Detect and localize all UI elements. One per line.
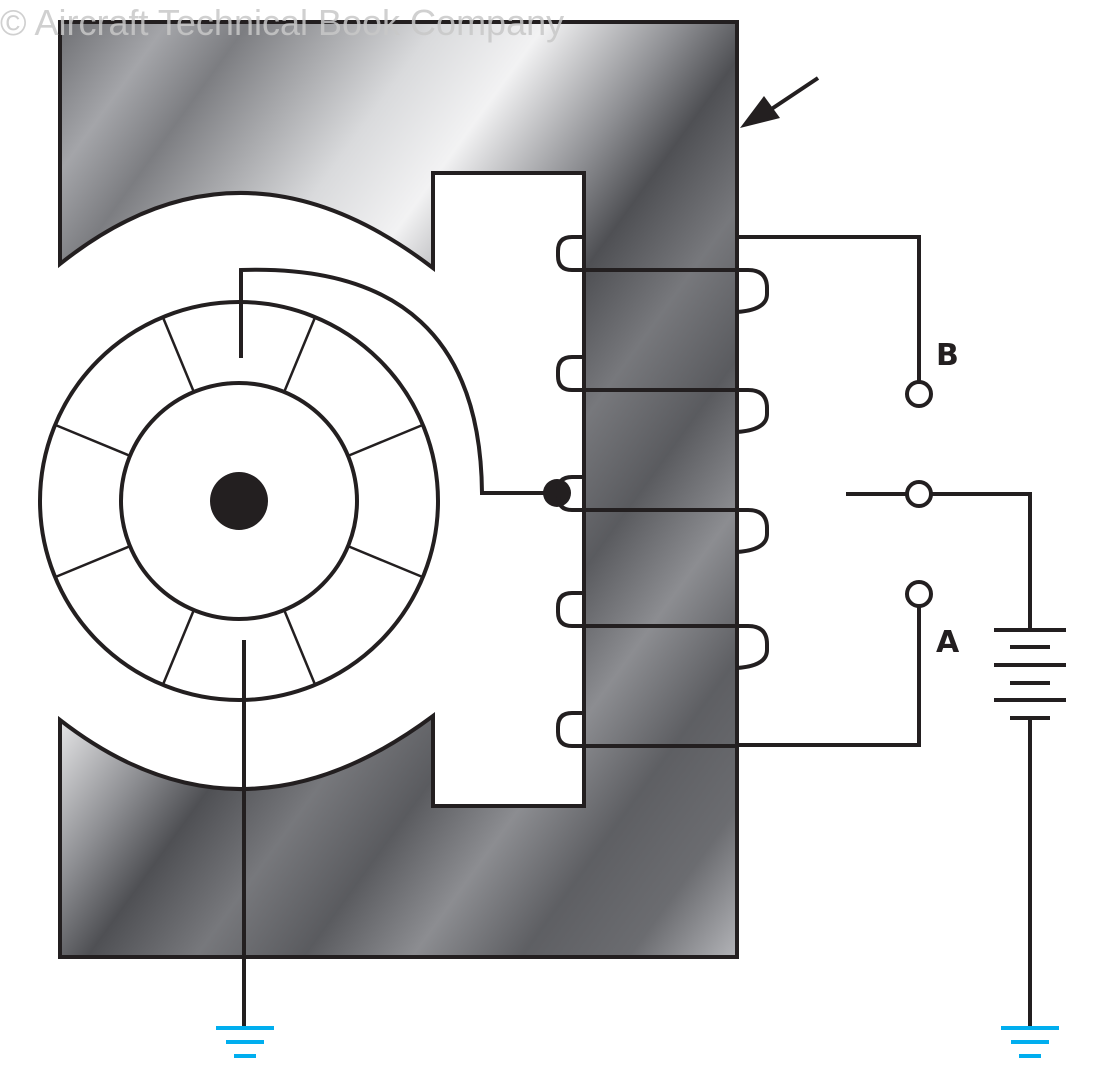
ground-icon — [1001, 1026, 1059, 1058]
terminal-a[interactable] — [905, 580, 933, 608]
switch-common-terminal[interactable] — [905, 480, 933, 508]
commutator-segment-divider — [283, 609, 317, 686]
copyright-watermark: © Aircraft Technical Book Company — [0, 2, 565, 43]
commutator-segment-divider — [54, 545, 131, 579]
armature-shaft — [210, 472, 268, 530]
coil-left-loop — [556, 591, 584, 628]
field-frame — [58, 20, 739, 959]
top-brush-lead — [239, 267, 558, 495]
commutator-segment-divider — [54, 423, 131, 457]
coil-right-loop — [736, 624, 769, 670]
coil-left-loop — [556, 355, 584, 392]
coil-right-loop — [736, 388, 769, 434]
terminal-a-label: A — [936, 625, 960, 660]
commutator-segment-divider — [347, 423, 424, 457]
coil-left-loop — [556, 711, 584, 748]
commutator-segment-divider — [347, 545, 424, 579]
coil-right-loop — [736, 268, 769, 314]
terminal-b-label: B — [936, 338, 959, 373]
terminal-b[interactable] — [905, 380, 933, 408]
commutator-segment-divider — [161, 316, 195, 393]
battery-icon — [994, 628, 1066, 720]
pointer-arrow-icon — [740, 76, 820, 128]
wire-from-terminal-a — [737, 606, 921, 747]
armature — [38, 300, 440, 702]
wire-to-terminal-b — [737, 235, 921, 383]
commutator-segment-lines — [54, 316, 424, 686]
wire-to-battery — [931, 492, 1032, 630]
coil-left-loop — [556, 475, 584, 512]
coil-left-loop — [556, 235, 584, 272]
commutator-segment-divider — [161, 609, 195, 686]
commutator-segment-divider — [283, 316, 317, 393]
coil-right-loop — [736, 508, 769, 554]
ground-icon — [216, 1026, 274, 1058]
field-coil-windings — [556, 235, 769, 748]
